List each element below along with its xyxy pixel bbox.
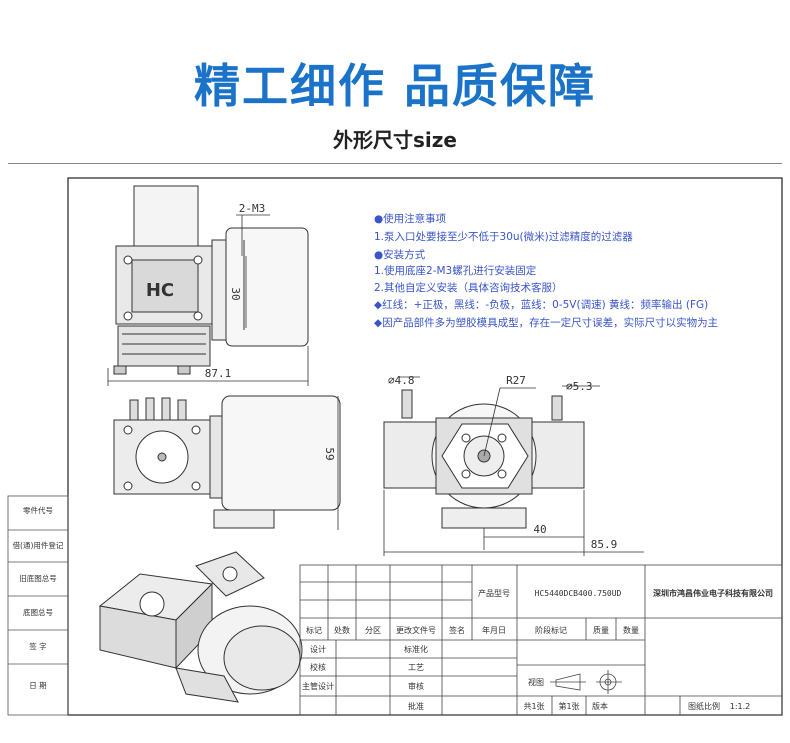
divider [8, 163, 782, 164]
tb-weight: 质量 [593, 625, 609, 635]
tb-approve: 批准 [408, 701, 424, 711]
tb-col-date: 年月日 [482, 625, 506, 635]
note-disclaimer: ◆因产品部件多为塑胶模具成型，存在一定尺寸误差，实际尺寸以实物为主 [374, 316, 718, 329]
tb-version: 版本 [592, 701, 608, 711]
hero-title: 精工细作 品质保障 [193, 59, 596, 113]
tb-stage-mark: 阶段标记 [535, 625, 567, 635]
tb-check: 校核 [310, 662, 326, 672]
tb-product-model: HC5440DCB400.750UD [535, 589, 622, 598]
tb-quantity: 数量 [623, 625, 639, 635]
tb-sheet-no: 第1张 [558, 701, 579, 711]
tb-col-zone: 分区 [365, 626, 381, 635]
hero-subtitle: 外形尺寸size [333, 128, 457, 152]
dim-width-87: 87.1 [205, 367, 232, 380]
note-section2-title: ●安装方式 [374, 248, 426, 261]
note-wiring: ◆红线：+正极，黑线：-负极，蓝线：0-5V(调速) 黄线：频率输出 (FG) [374, 298, 708, 311]
tb-standard: 标准化 [404, 644, 428, 654]
note-section2-line2: 2.其他自定义安装（具体咨询技术客服） [374, 281, 563, 294]
dim-height-59: 59 [323, 447, 336, 460]
tb-company: 深圳市鸿昌伟业电子科技有限公司 [653, 588, 773, 598]
note-section1-line1: 1.泵入口处要接至少不低于30u(微米)过滤精度的过滤器 [374, 230, 633, 243]
pump-front-view [113, 395, 341, 529]
tb-chief: 主管设计 [302, 681, 334, 691]
side-label-borrow: 借(通)用件登记 [13, 540, 64, 550]
tb-product-model-label: 产品型号 [478, 588, 510, 598]
dim-width-40: 40 [533, 523, 546, 536]
projection-symbol-icon [550, 670, 622, 694]
pump-side-view [383, 389, 585, 529]
dim-inlet-diameter: ⌀4.8 [388, 374, 415, 387]
note-section2-line1: 1.使用底座2-M3螺孔进行安装固定 [374, 264, 537, 277]
dim-height-30: 30 [229, 287, 242, 300]
title-block-grid [299, 564, 783, 716]
side-label-old-base: 旧底图总号 [19, 573, 57, 583]
tb-col-sign: 签名 [449, 625, 465, 635]
tb-col-count: 处数 [334, 625, 350, 635]
tb-view: 视图 [528, 677, 544, 687]
pump-top-view [113, 185, 309, 375]
tb-review: 审核 [408, 681, 424, 691]
side-label-sign: 签 字 [29, 641, 46, 651]
tb-col-mark: 标记 [306, 625, 322, 635]
side-label-table [7, 495, 69, 716]
pump-isometric-view [98, 551, 303, 703]
note-section1-title: ●使用注意事项 [374, 212, 447, 225]
dim-hole-spec: 2-M3 [239, 202, 266, 215]
dim-width-85: 85.9 [591, 538, 618, 551]
tb-scale-label: 图纸比例 [688, 701, 720, 711]
tb-col-doc: 更改文件号 [396, 625, 436, 635]
dim-radius: R27 [506, 374, 526, 387]
side-label-base: 底图总号 [23, 607, 53, 617]
tb-process: 工艺 [408, 663, 424, 672]
tb-total-sheets: 共1张 [523, 702, 544, 711]
side-label-part-code: 零件代号 [23, 505, 53, 515]
dim-outlet-diameter: ⌀5.3 [566, 380, 593, 393]
logo-mark: HC [146, 280, 174, 301]
tb-design: 设计 [310, 644, 326, 654]
tb-scale: 1:1.2 [730, 702, 751, 711]
side-label-date: 日 期 [29, 681, 46, 690]
